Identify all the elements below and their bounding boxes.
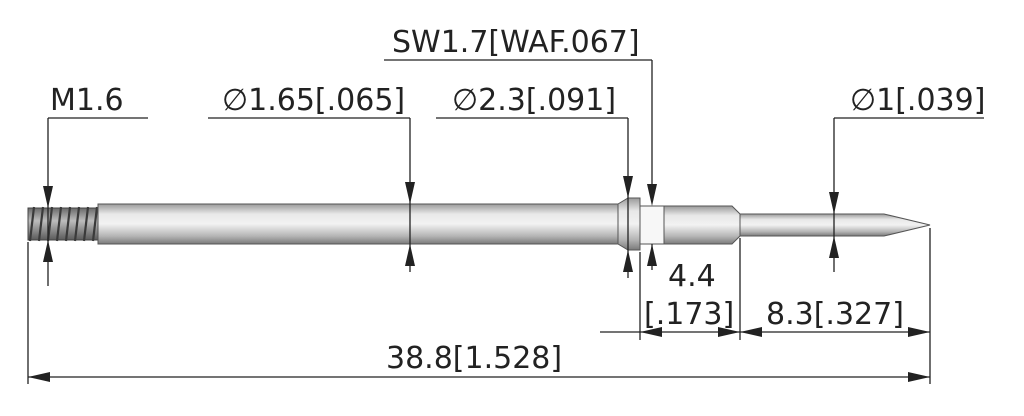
thread-label: M1.6 bbox=[50, 83, 124, 118]
collar-diameter-label: ∅2.3[.091] bbox=[452, 83, 616, 118]
tip-diameter-dimension: ∅1[.039] bbox=[829, 83, 985, 272]
thread-section bbox=[27, 206, 99, 242]
tip-diameter-label: ∅1[.039] bbox=[850, 83, 985, 118]
body-section bbox=[663, 205, 741, 245]
hex-length-dimension: 4.4 [.173] bbox=[600, 259, 740, 337]
tip-length-label: 8.3[.327] bbox=[766, 297, 904, 332]
shaft-diameter-label: ∅1.65[.065] bbox=[222, 83, 405, 118]
hex-length-mm-label: 4.4 bbox=[668, 259, 716, 294]
overall-length-label: 38.8[1.528] bbox=[386, 341, 562, 376]
collar-diameter-dimension: ∅2.3[.091] bbox=[436, 83, 633, 278]
hex-length-in-label: [.173] bbox=[644, 297, 734, 332]
collar-section bbox=[617, 197, 641, 251]
thread-dimension: M1.6 bbox=[43, 83, 148, 286]
extension-lines bbox=[27, 228, 931, 384]
wrench-size-label: SW1.7[WAF.067] bbox=[392, 25, 640, 60]
hex-section bbox=[639, 205, 665, 245]
shaft-diameter-dimension: ∅1.65[.065] bbox=[208, 83, 415, 272]
wrench-size-dimension: SW1.7[WAF.067] bbox=[384, 25, 657, 270]
tip-section bbox=[739, 213, 931, 237]
tip-length-dimension: 8.3[.327] bbox=[740, 297, 930, 337]
shaft-section bbox=[97, 203, 619, 245]
probe-part bbox=[27, 197, 931, 251]
overall-length-dimension: 38.8[1.528] bbox=[28, 341, 930, 382]
